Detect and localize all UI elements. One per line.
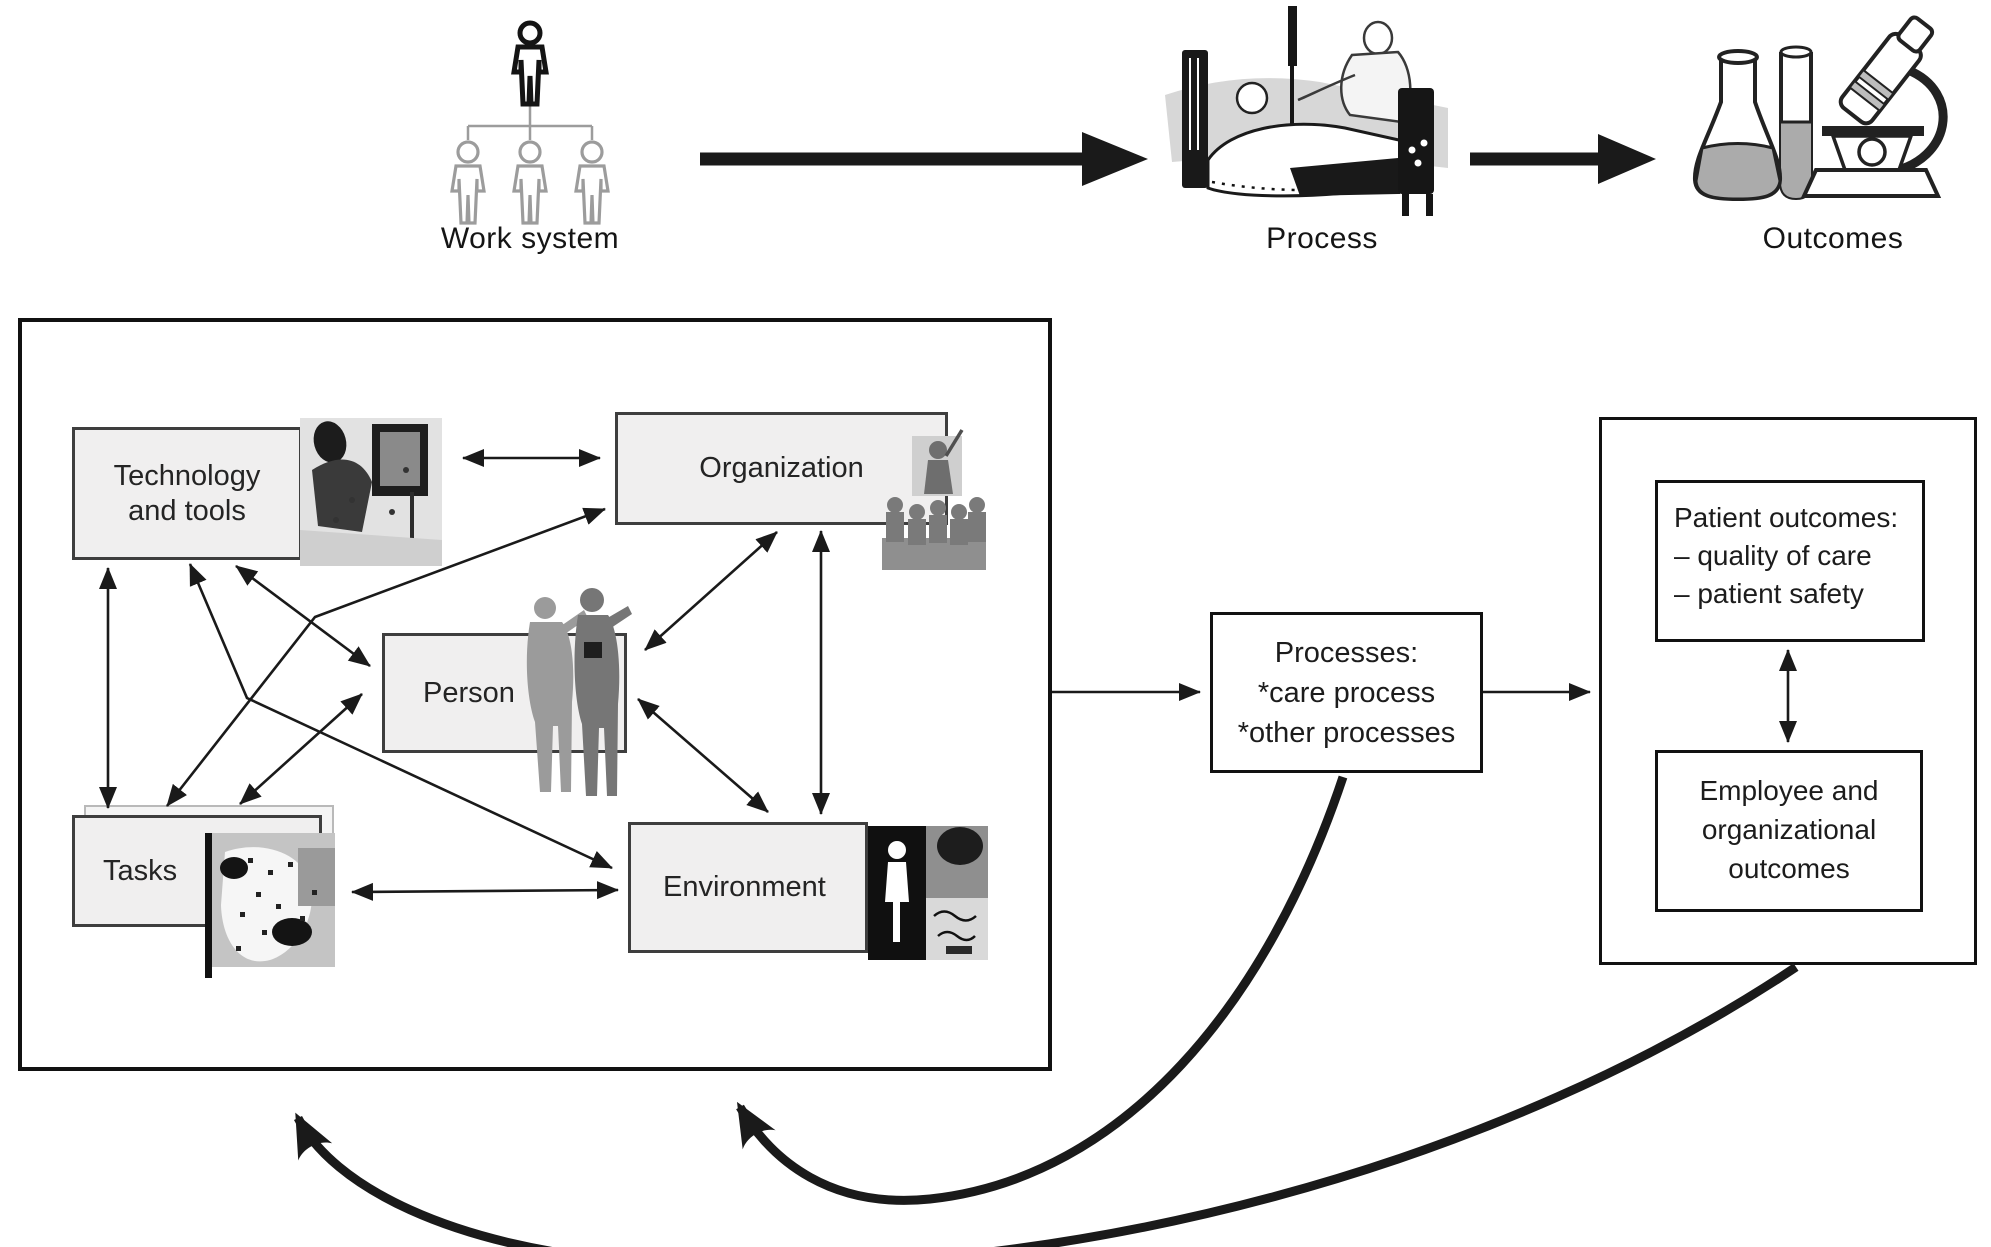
org-chart-icon [450, 23, 610, 225]
patient-outcomes-line2: – quality of care [1674, 540, 1872, 571]
microscope-icon [1800, 15, 1948, 198]
processes-line3: *other processes [1237, 716, 1456, 749]
flask-icon [1692, 49, 1783, 202]
component-box-tasks: Tasks [72, 815, 322, 927]
organization-label: Organization [699, 452, 864, 484]
patient-bed-icon [1165, 6, 1448, 216]
patient-outcomes-line1: Patient outcomes: [1674, 502, 1899, 533]
technology-label-line2: and tools [128, 494, 246, 527]
lab-equipment-icon [1692, 15, 1948, 202]
process-to-outcomes-arrow [1470, 134, 1656, 184]
component-box-technology: Technology and tools [72, 427, 302, 560]
environment-label: Environment [663, 871, 826, 903]
patient-outcomes-box: Patient outcomes: – quality of care – pa… [1655, 480, 1925, 642]
employee-outcomes-line1: Employee and [1699, 775, 1879, 806]
component-box-person: Person [382, 633, 627, 753]
person-label: Person [423, 676, 515, 709]
technology-label-line1: Technology [113, 459, 261, 492]
work-system-to-process-arrow [700, 132, 1148, 186]
employee-outcomes-line3: outcomes [1728, 853, 1850, 884]
tasks-label: Tasks [103, 854, 178, 887]
employee-outcomes-box: Employee and organizational outcomes [1655, 750, 1923, 912]
processes-line2: *care process [1257, 676, 1436, 709]
work-system-label: Work system [440, 222, 620, 255]
processes-line1: Processes: [1274, 636, 1419, 669]
process-label: Process [1266, 222, 1378, 255]
test-tube-icon [1779, 45, 1813, 201]
processes-box: Processes: *care process *other processe… [1210, 612, 1483, 773]
patient-outcomes-line3: – patient safety [1674, 578, 1864, 609]
component-box-environment: Environment [628, 822, 868, 953]
employee-outcomes-line2: organizational [1701, 814, 1877, 845]
component-box-organization: Organization [615, 412, 948, 525]
outcomes-label: Outcomes [1762, 222, 1904, 255]
